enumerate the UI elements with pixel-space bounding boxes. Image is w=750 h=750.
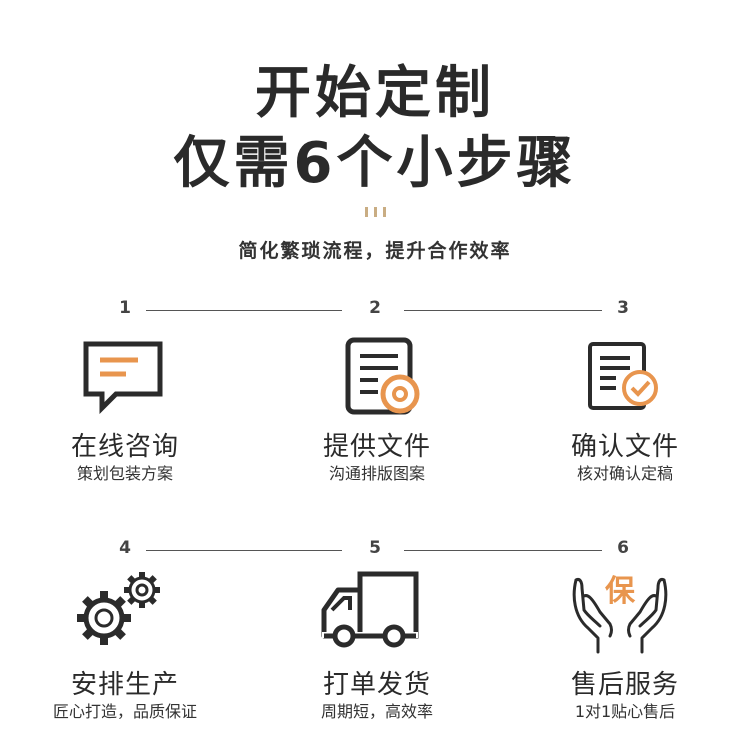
- step-title-4: 安排生产: [70, 670, 179, 700]
- document-disc-icon: [345, 337, 420, 415]
- step-desc-4: 匠心打造，品质保证: [52, 702, 197, 721]
- page-subtitle: 简化繁琐流程，提升合作效率: [238, 240, 512, 262]
- document-check-icon: [588, 342, 658, 410]
- step-title-3: 确认文件: [570, 432, 679, 462]
- step-desc-5: 周期短，高效率: [320, 702, 433, 721]
- truck-icon: [321, 571, 419, 648]
- step-number-6: 6: [617, 538, 629, 558]
- step-number-5: 5: [369, 538, 381, 558]
- connector-line: [404, 550, 602, 551]
- step-title-6: 售后服务: [570, 670, 679, 700]
- page-title-line2: 仅需6个小步骤: [173, 131, 577, 196]
- step-number-1: 1: [119, 298, 131, 318]
- page-title-line1: 开始定制: [255, 61, 495, 126]
- connector-line: [146, 550, 342, 551]
- step-desc-2: 沟通排版图案: [328, 464, 425, 483]
- step-number-3: 3: [617, 298, 629, 318]
- step-title-1: 在线咨询: [70, 432, 179, 462]
- step-desc-6: 1对1贴心售后: [574, 702, 676, 721]
- step-desc-3: 核对确认定稿: [576, 464, 673, 483]
- step-number-2: 2: [369, 298, 381, 318]
- connector-line: [146, 310, 342, 311]
- connector-line: [404, 310, 602, 311]
- step-title-5: 打单发货: [322, 670, 431, 700]
- gears-icon: [77, 572, 160, 645]
- step-title-2: 提供文件: [322, 432, 431, 462]
- step-number-4: 4: [119, 538, 131, 558]
- step-desc-1: 策划包装方案: [76, 464, 173, 483]
- hands-guarantee-icon: 保: [570, 566, 670, 656]
- guarantee-char: 保: [605, 574, 635, 609]
- decorative-bars: [360, 207, 390, 217]
- chat-bubble-icon: [83, 341, 163, 414]
